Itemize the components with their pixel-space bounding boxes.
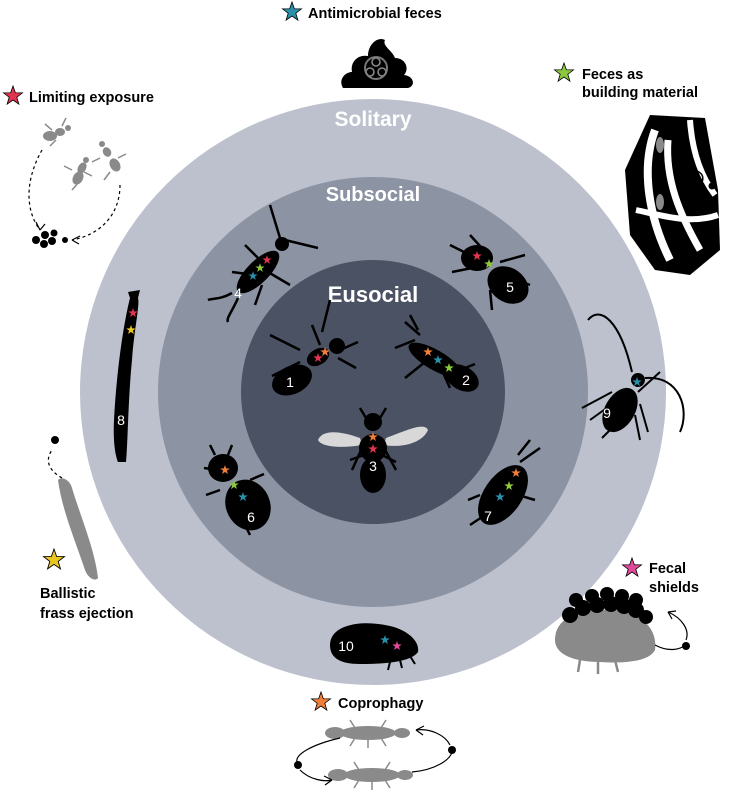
insect-number-7: 7 — [484, 508, 492, 524]
fecal-pellets-icon — [32, 229, 68, 248]
limiting-label: Limiting exposure — [29, 90, 154, 106]
fecal-shields-label-line2: shields — [649, 580, 699, 596]
subsocial-label: Subsocial — [326, 184, 420, 206]
trait-limiting: Limiting exposure — [3, 86, 154, 248]
ballistic-star-icon — [44, 549, 65, 569]
insect-number-9: 9 — [603, 405, 611, 421]
insect-number-4: 4 — [234, 285, 242, 301]
coprophagy-star-icon — [311, 692, 330, 710]
fecal-shields-pellet-icon — [682, 642, 690, 650]
frass-pellet-icon — [51, 436, 59, 444]
trait-building: Feces as building material — [554, 63, 720, 275]
limiting-star-icon — [3, 86, 22, 104]
fecal-shields-label-line1: Fecal — [649, 561, 686, 577]
eusocial-label: Eusocial — [328, 282, 418, 307]
limiting-arrow-left — [28, 149, 43, 231]
insect-number-2: 2 — [462, 372, 470, 388]
termites-icon — [325, 719, 413, 790]
insect-6: 6 — [203, 444, 271, 536]
termite-gallery-icon — [625, 115, 720, 275]
frass-trajectory-arrow — [47, 449, 63, 479]
eusocial-ring — [241, 260, 505, 524]
coprophagy-arrow-left — [296, 737, 341, 763]
insect-5: 5 — [449, 234, 531, 311]
ballistic-label-line2: frass ejection — [40, 606, 134, 622]
insect-number-10: 10 — [338, 638, 354, 654]
fecal-shields-arrow — [654, 644, 686, 651]
ants-icon — [43, 117, 127, 191]
limiting-arrow-right — [71, 184, 121, 241]
insect-number-1: 1 — [286, 374, 294, 390]
biohazard-feces-icon — [341, 38, 413, 88]
insect-number-8: 8 — [117, 412, 125, 428]
trait-fecal-shields: Fecal shields — [555, 558, 699, 674]
building-label-line2: building material — [582, 85, 698, 101]
antimicrobial-label: Antimicrobial feces — [308, 6, 442, 22]
fecal-shields-star-icon — [622, 558, 641, 576]
beetle-larva-shield-icon — [555, 587, 656, 674]
insect-9: 9 — [581, 313, 685, 441]
larva-icon — [58, 478, 98, 580]
trait-antimicrobial: Antimicrobial feces — [282, 2, 442, 88]
insect-3: 3 — [318, 407, 428, 493]
insect-number-6: 6 — [247, 509, 255, 525]
insect-number-5: 5 — [506, 279, 514, 295]
insect-number-3: 3 — [369, 458, 377, 474]
ballistic-label-line1: Ballistic — [40, 586, 96, 602]
coprophagy-pellet-left — [294, 761, 302, 769]
building-star-icon — [554, 63, 573, 81]
insect-8: 8 — [113, 290, 140, 462]
insect-7: 7 — [467, 439, 541, 527]
trait-ballistic: Ballistic frass ejection — [40, 436, 134, 622]
trait-coprophagy: Coprophagy — [294, 692, 456, 790]
insect-4: 4 — [207, 204, 319, 323]
coprophagy-label: Coprophagy — [338, 696, 423, 712]
coprophagy-arrow-right — [411, 751, 453, 773]
insect-10: 10 — [330, 623, 419, 671]
building-label-line1: Feces as — [582, 67, 643, 83]
antimicrobial-star-icon — [282, 2, 301, 20]
insect-2: 2 — [394, 314, 479, 392]
insect-1: 1 — [269, 299, 359, 396]
solitary-label: Solitary — [334, 108, 411, 131]
coprophagy-pellet-right — [448, 746, 456, 754]
